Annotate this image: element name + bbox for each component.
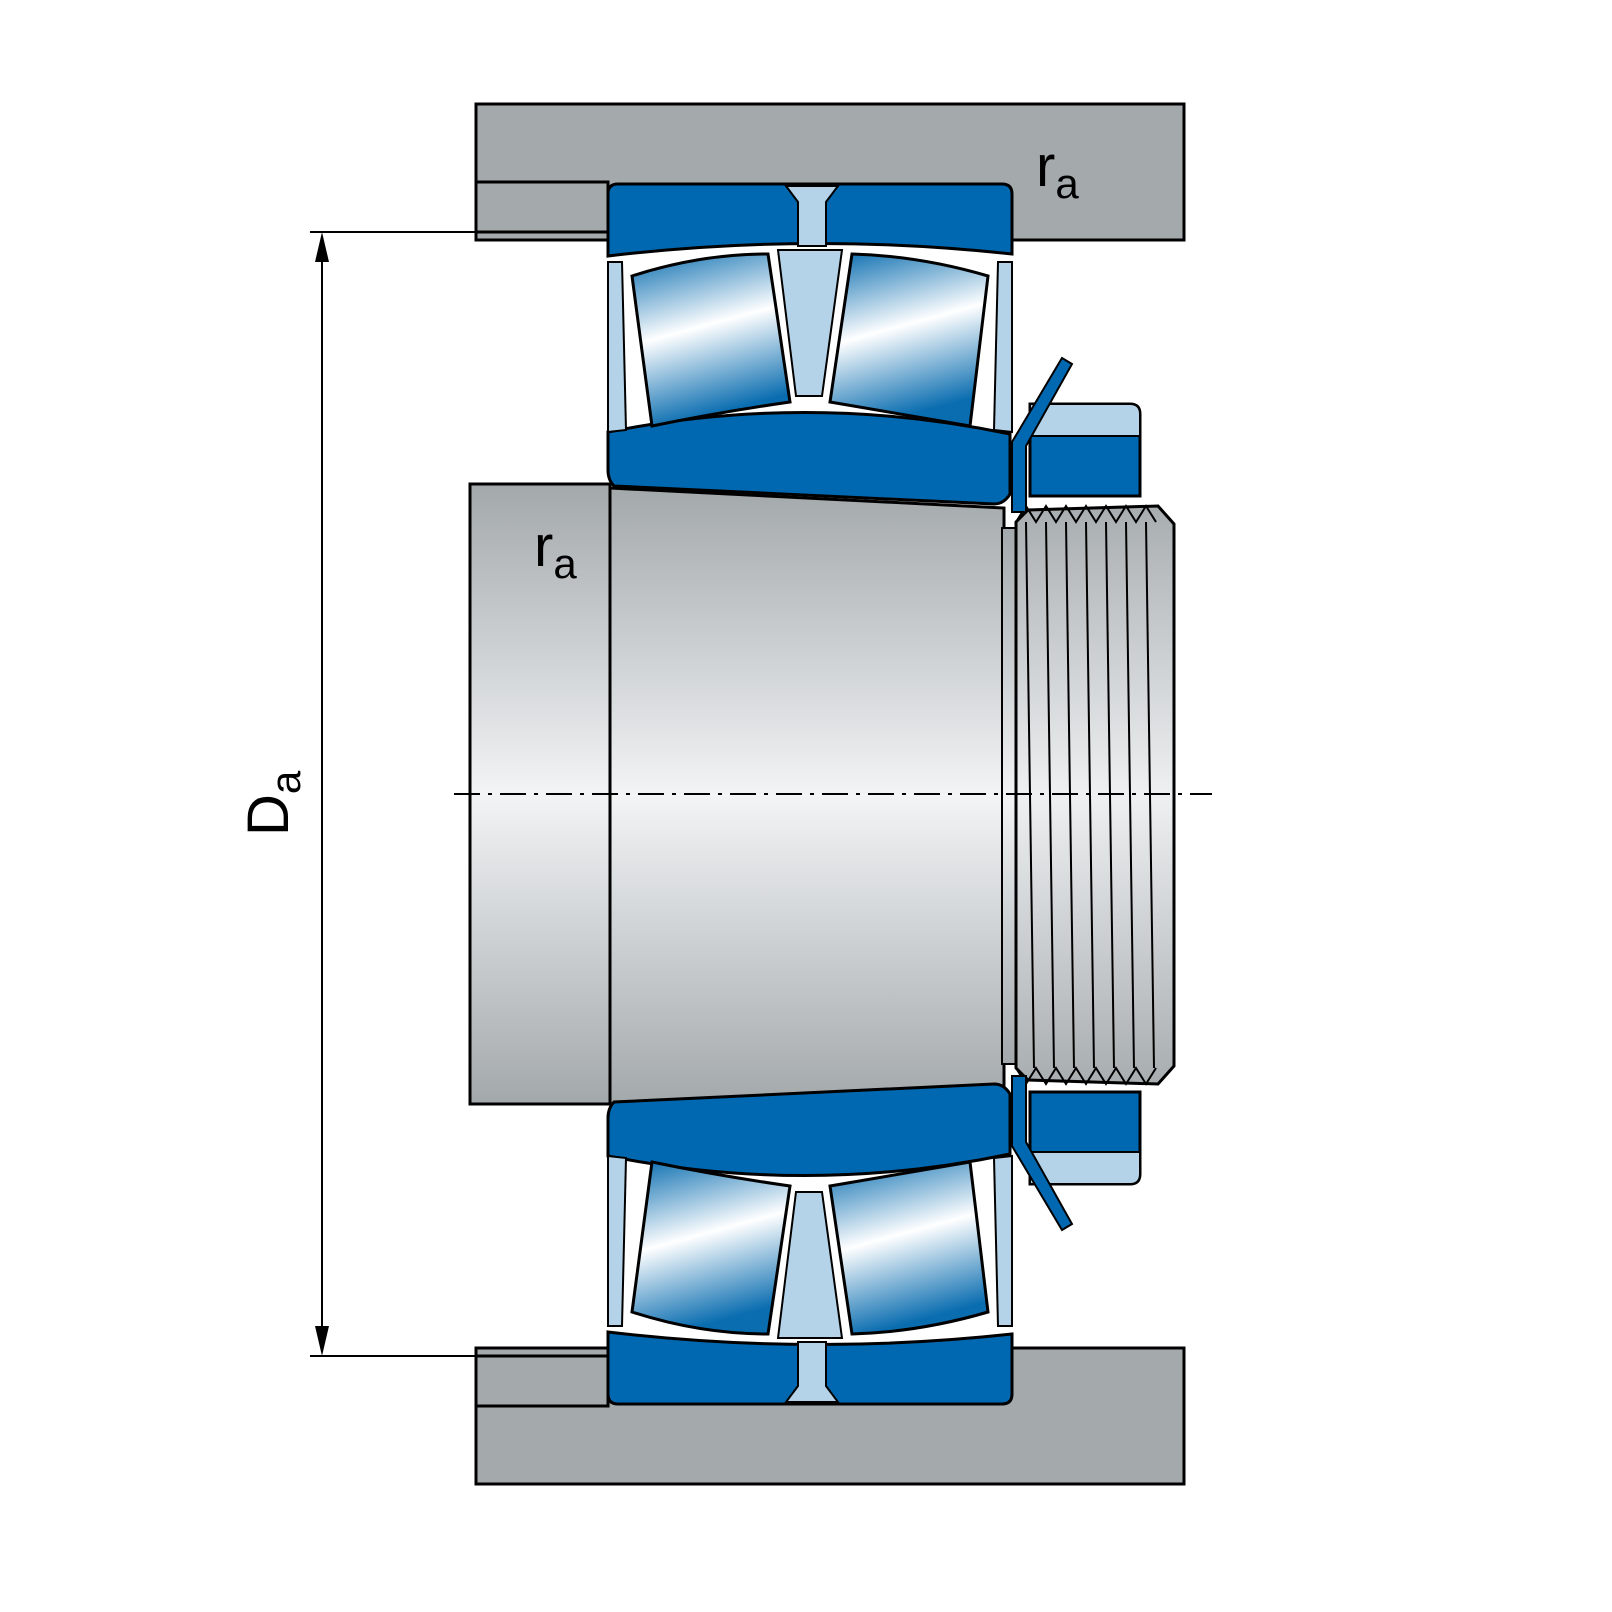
seal-top-right xyxy=(992,261,1013,434)
adapter-sleeve xyxy=(468,482,1019,1106)
arrow-down-icon xyxy=(315,1326,329,1356)
seal-bottom-right xyxy=(992,1154,1013,1327)
lock-nut-top xyxy=(1011,356,1142,513)
lock-washer-bottom xyxy=(1011,1075,1074,1232)
thread-body xyxy=(1014,504,1176,1086)
arrow-up-icon xyxy=(315,232,329,262)
nut-bottom-chamfer xyxy=(1029,1151,1141,1185)
ra-label-sleeve: ra xyxy=(534,514,577,587)
bearing-lower-section xyxy=(606,1082,1014,1406)
roller-bottom-left xyxy=(630,1160,792,1336)
seal-bottom-left xyxy=(607,1154,628,1327)
cage-top xyxy=(776,249,844,397)
roller-top-left xyxy=(630,252,792,428)
ra-label-housing: ra xyxy=(1036,134,1079,207)
nut-top-chamfer xyxy=(1029,403,1141,437)
thread-crest-bottom xyxy=(1015,1066,1157,1086)
dimension-da: Da xyxy=(236,231,476,1357)
sleeve-thread xyxy=(1014,504,1176,1086)
inner-ring-bottom xyxy=(606,1082,1012,1178)
cage-bottom xyxy=(776,1191,844,1339)
seal-top-left xyxy=(607,261,628,434)
housing-top-shoulder xyxy=(474,180,610,234)
roller-top-right xyxy=(828,252,990,428)
lubrication-groove-top xyxy=(784,185,840,247)
housing-bottom-shoulder xyxy=(474,1354,610,1408)
thread-crest-top xyxy=(1015,504,1157,524)
sleeve-cylindrical-part xyxy=(468,482,612,1106)
sleeve-tapered-part xyxy=(608,486,1006,1106)
lubrication-groove-bottom xyxy=(784,1341,840,1403)
lock-nut-bottom xyxy=(1011,1075,1142,1232)
lock-washer-top xyxy=(1011,356,1074,513)
inner-ring-top xyxy=(606,410,1012,506)
bearing-upper-section xyxy=(606,182,1014,506)
roller-bottom-right xyxy=(828,1160,990,1336)
da-label: Da xyxy=(236,770,309,836)
